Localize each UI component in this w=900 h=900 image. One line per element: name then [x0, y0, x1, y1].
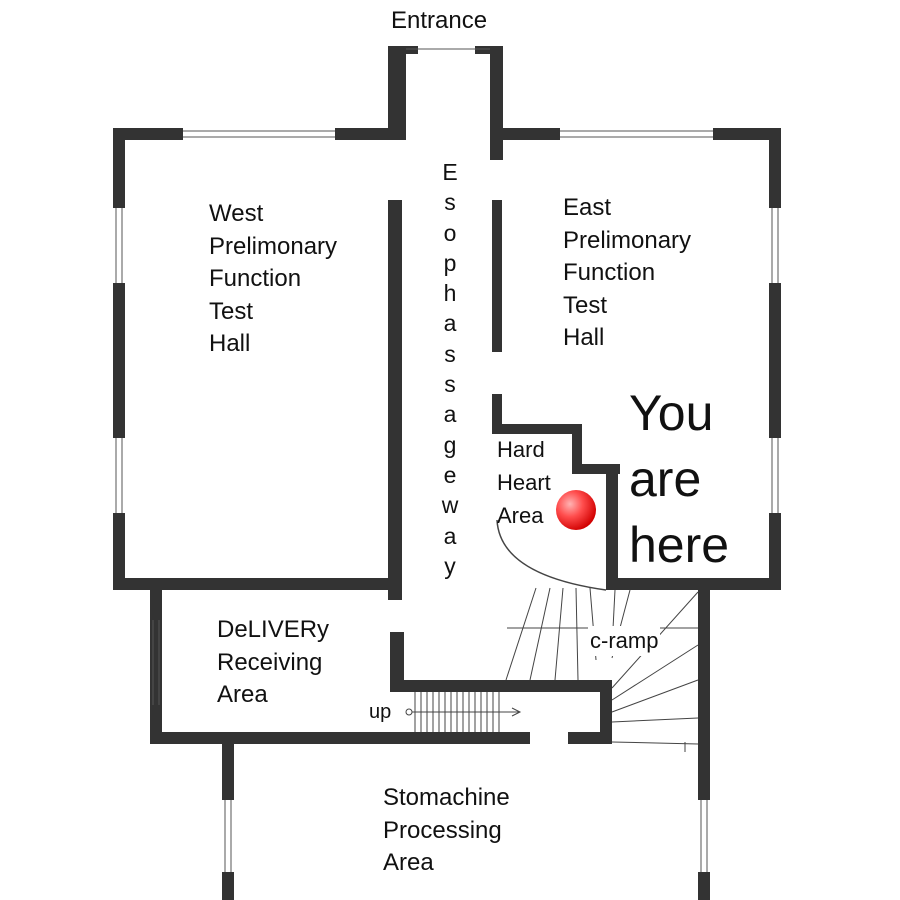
- wall: [572, 424, 582, 474]
- c-ramp-stairs: [505, 587, 699, 752]
- walls: [113, 46, 781, 900]
- wall: [490, 46, 503, 160]
- east-hall-line: Prelimonary: [563, 226, 692, 254]
- passageway-letter: a: [443, 401, 457, 428]
- you-are-here-line: here: [629, 517, 730, 573]
- wall: [698, 588, 710, 800]
- passageway-letter: p: [443, 249, 457, 276]
- wall: [572, 464, 620, 474]
- wall: [606, 464, 618, 590]
- east-hall-line: Function: [563, 259, 656, 286]
- wall: [606, 578, 781, 590]
- hard-heart-line: Hard: [497, 437, 545, 462]
- wall: [222, 872, 234, 900]
- west-hall-line: Hall: [209, 330, 251, 357]
- stomachine-label: Stomachine Processing Area: [383, 782, 510, 880]
- up-stairs: [405, 692, 522, 732]
- wall: [492, 424, 582, 434]
- wall: [335, 128, 406, 140]
- wall: [113, 283, 125, 438]
- wall: [388, 46, 418, 54]
- passageway-letter: s: [444, 371, 456, 398]
- delivery-line: DeLIVERy: [217, 616, 330, 643]
- wall: [769, 513, 781, 590]
- you-are-here-line: You: [629, 385, 714, 441]
- delivery-line: Area: [217, 681, 268, 708]
- wall: [492, 394, 502, 432]
- hard-heart-curve: [496, 519, 607, 591]
- west-hall-line: Function: [209, 265, 302, 292]
- passageway-letter: o: [443, 219, 457, 246]
- passageway-letter: g: [443, 431, 457, 458]
- wall: [600, 680, 612, 742]
- west-hall-label: West Prelimonary Function Test Hall: [209, 198, 337, 361]
- passageway-letter: s: [444, 340, 456, 367]
- wall: [222, 742, 234, 800]
- east-hall-line: Hall: [563, 324, 605, 351]
- wall: [113, 128, 125, 208]
- passageway-letter: h: [443, 280, 457, 307]
- wall: [150, 588, 162, 743]
- entrance-label: Entrance: [391, 7, 488, 34]
- passageway-letter: e: [443, 461, 457, 488]
- wall: [492, 200, 502, 352]
- wall: [113, 513, 125, 590]
- delivery-line: Receiving: [217, 648, 323, 676]
- you-are-here-line: are: [629, 451, 702, 507]
- hard-heart-line: Heart: [497, 470, 551, 495]
- c-ramp-label: c-ramp: [588, 626, 661, 656]
- wall: [698, 872, 710, 900]
- passageway-letter: s: [444, 189, 456, 216]
- passageway-letter: w: [441, 492, 459, 519]
- wall: [490, 128, 560, 140]
- passageway-letter: a: [443, 522, 457, 549]
- wall: [150, 732, 530, 744]
- wall: [113, 128, 183, 140]
- windows: [115, 48, 779, 872]
- you-are-here-marker: [556, 490, 596, 530]
- west-hall-line: Test: [209, 297, 254, 325]
- you-are-here-label: You are here: [629, 380, 729, 578]
- wall: [390, 680, 612, 692]
- west-hall-line: Prelimonary: [209, 232, 338, 260]
- east-hall-line: East: [563, 194, 612, 221]
- stomachine-line: Stomachine: [383, 784, 510, 811]
- east-hall-label: East Prelimonary Function Test Hall: [563, 192, 691, 355]
- wall: [388, 545, 402, 600]
- wall: [769, 283, 781, 438]
- wall: [388, 200, 402, 590]
- up-label: up: [369, 701, 392, 723]
- east-hall-line: Test: [563, 291, 608, 319]
- delivery-label: DeLIVERy Receiving Area: [217, 614, 329, 712]
- wall: [113, 578, 402, 590]
- wall: [568, 732, 612, 744]
- stomachine-line: Area: [383, 849, 434, 876]
- passageway-letter: E: [442, 159, 458, 185]
- passageway-label: E s o p h a s s a g e w a y: [432, 157, 468, 581]
- west-hall-line: West: [209, 200, 264, 227]
- passageway-letter: y: [444, 552, 456, 579]
- wall: [388, 46, 406, 130]
- wall: [390, 632, 404, 692]
- stomachine-line: Processing: [383, 816, 502, 844]
- wall: [769, 128, 781, 208]
- hard-heart-label: Hard Heart Area: [497, 433, 551, 532]
- hard-heart-line: Area: [497, 503, 544, 528]
- passageway-letter: a: [443, 310, 457, 337]
- wall: [713, 128, 781, 140]
- wall: [475, 46, 503, 54]
